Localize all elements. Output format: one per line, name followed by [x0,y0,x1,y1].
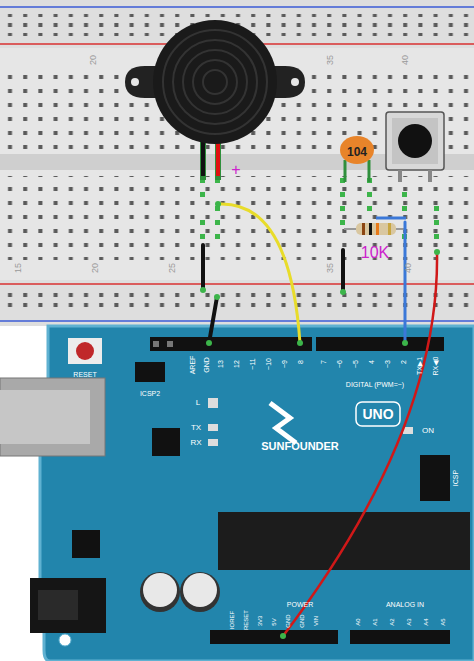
capacitor [340,136,374,182]
resistor [344,218,406,235]
column-number: 35 [326,55,335,65]
header-label: ANALOG IN [386,601,424,608]
arduino-uno-board [0,326,474,661]
push-button [386,112,444,182]
pin-label: TX▶1 [416,357,423,375]
led-label: ON [422,427,434,435]
pin-label: IOREF [229,611,235,629]
pin-label: ~3 [384,360,391,368]
led-label: L [196,399,200,407]
pin-label: 8 [297,360,304,364]
led-label: RX [190,439,201,447]
column-number: 25 [168,263,177,273]
header-label: DIGITAL (PWM=~) [346,381,404,388]
pin-label: AREF [189,356,196,375]
pin-label: 2 [400,360,407,364]
pin-label: ~10 [265,358,272,370]
pin-label: GND [285,614,291,627]
signal-wire [218,204,300,343]
pin-label: 4 [368,360,375,364]
pin-label: 12 [233,360,240,368]
column-number: 20 [91,263,100,273]
column-number: 15 [14,263,23,273]
capacitor-value: 104 [347,146,367,158]
pin-label: GND [299,614,305,627]
led-label: TX [191,424,201,432]
column-number: 20 [89,55,98,65]
board-label: ICSP2 [140,390,160,397]
pin-label: A5 [440,618,446,625]
pin-label: 13 [217,360,224,368]
pin-label: VIN [313,616,319,626]
pin-label: A2 [389,618,395,625]
column-number: 40 [401,55,410,65]
pin-label: A3 [406,618,412,625]
pin-label: A1 [372,618,378,625]
pin-label: A4 [423,618,429,625]
pin-label: 3V3 [257,616,263,627]
gnd-wire [341,250,345,292]
pin-label: GND [203,357,210,373]
buzzer [125,20,305,180]
brand-logo: SUNFOUNDER [261,441,339,452]
column-number: 35 [326,263,335,273]
button-wire [404,222,407,343]
gnd-wire [201,245,205,290]
pin-label: ~6 [336,360,343,368]
board-label: ICSP [452,470,459,486]
header-label: POWER [287,601,313,608]
pin-label: 5V [271,618,277,625]
column-number: 40 [404,263,413,273]
gnd-wire [209,297,217,343]
resistor-value: 10K [361,245,389,261]
pin-label: ~11 [249,358,256,369]
pin-label: RESET [243,610,249,630]
pin-label: A0 [355,618,361,625]
pin-label: ~5 [352,360,359,368]
pin-label: RX◀0 [432,356,439,375]
pin-label: ~9 [281,360,288,368]
breadboard [0,0,474,326]
pin-label: 7 [320,360,327,364]
model-name: UNO [362,407,393,421]
polarity-mark: + [231,162,240,178]
board-label: RESET [73,371,96,378]
